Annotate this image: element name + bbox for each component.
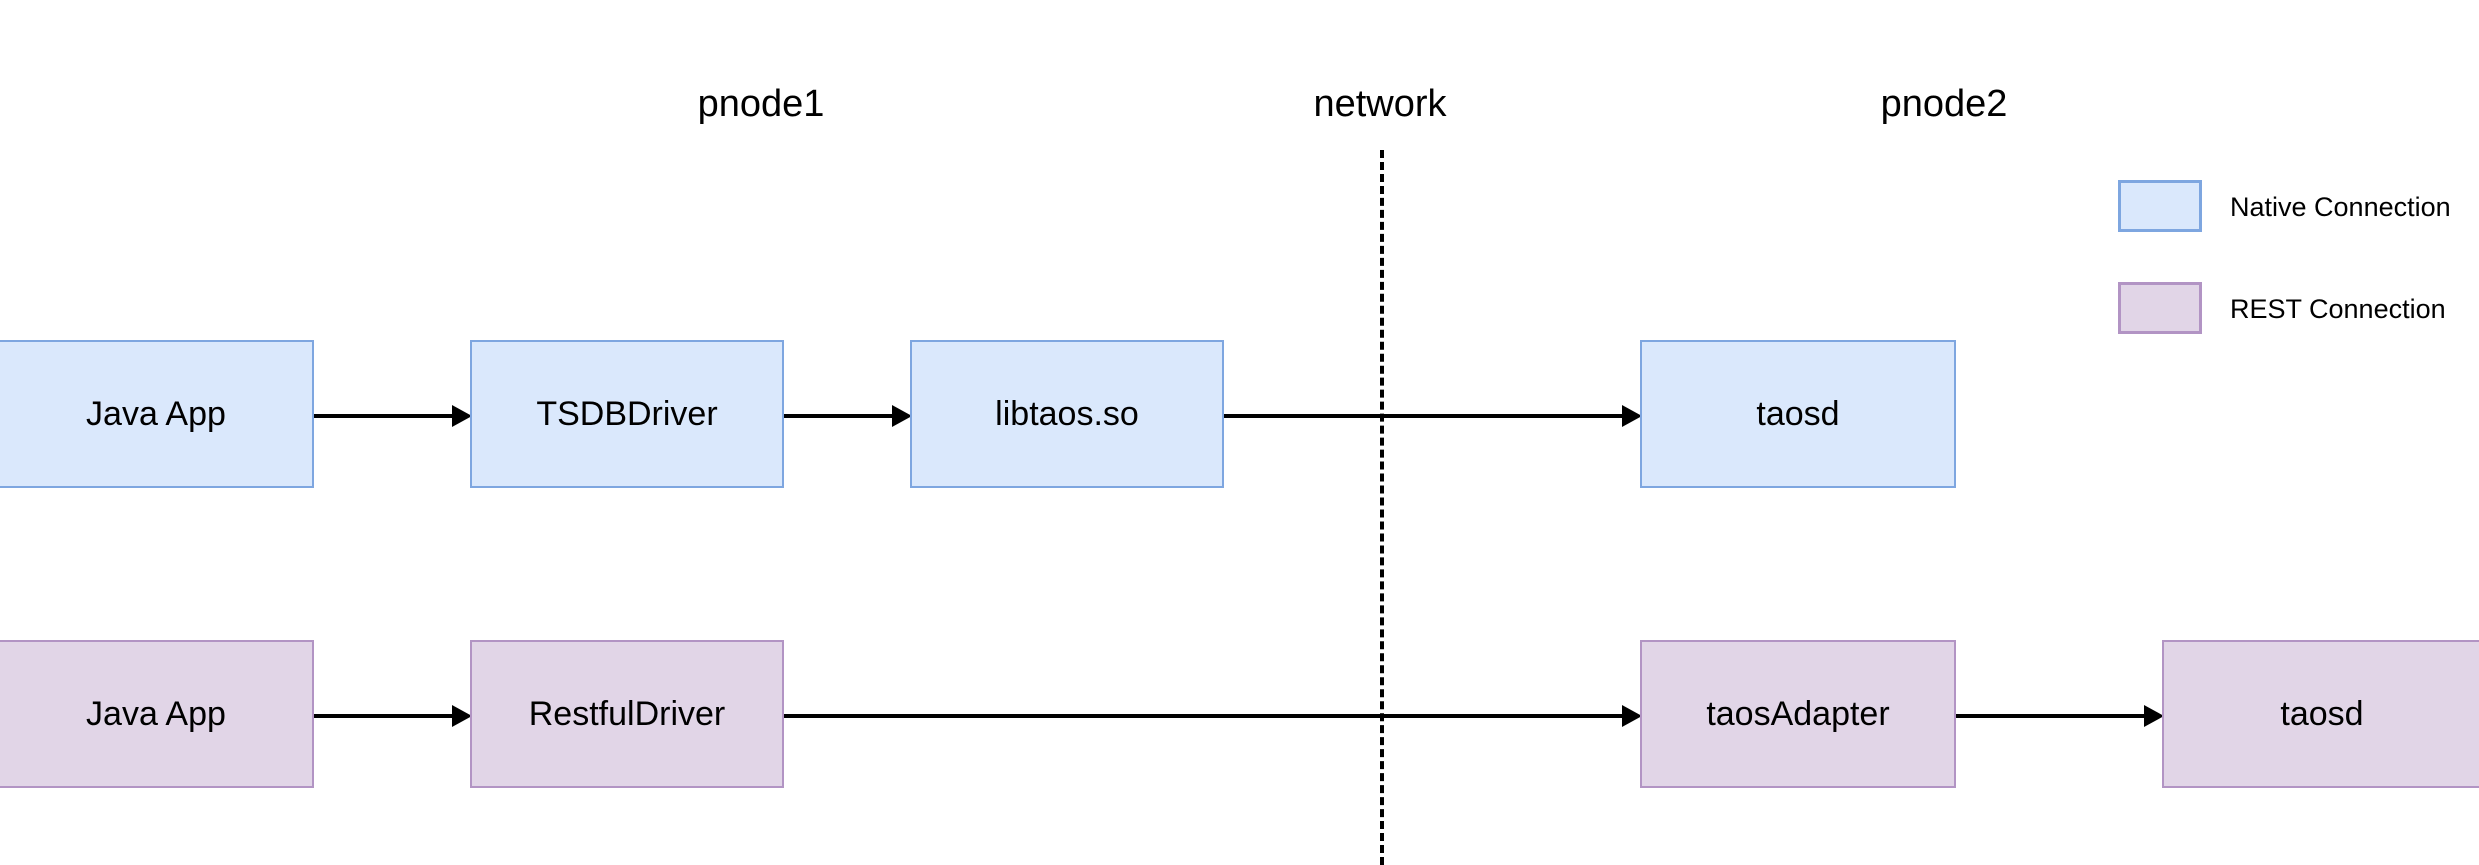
node-rest-connection-row-java-app[interactable]: Java App xyxy=(0,640,314,788)
node-native-connection-row-tsdbdriver[interactable]: TSDBDriver xyxy=(470,340,784,488)
node-rest-connection-row-taosd[interactable]: taosd xyxy=(2162,640,2479,788)
section-label-network: network xyxy=(1313,83,1447,125)
arrow-head-rest-connection-row-2 xyxy=(2144,705,2164,727)
node-rest-connection-row-taosadapter[interactable]: taosAdapter xyxy=(1640,640,1956,788)
connector-native-connection-row-1 xyxy=(784,414,894,418)
arrow-head-native-connection-row-2 xyxy=(1622,405,1642,427)
arrow-head-rest-connection-row-1 xyxy=(1622,705,1642,727)
node-native-connection-row-java-app[interactable]: Java App xyxy=(0,340,314,488)
node-rest-connection-row-restfuldriver[interactable]: RestfulDriver xyxy=(470,640,784,788)
connector-native-connection-row-0 xyxy=(314,414,454,418)
section-label-pnode2: pnode2 xyxy=(1880,83,2008,125)
connector-rest-connection-row-2 xyxy=(1956,714,2146,718)
arrow-head-native-connection-row-1 xyxy=(892,405,912,427)
connector-rest-connection-row-1 xyxy=(784,714,1624,718)
legend-label-rest: REST Connection xyxy=(2230,294,2446,324)
arrow-head-native-connection-row-0 xyxy=(452,405,472,427)
arrow-head-rest-connection-row-0 xyxy=(452,705,472,727)
connector-native-connection-row-2 xyxy=(1224,414,1624,418)
node-native-connection-row-taosd[interactable]: taosd xyxy=(1640,340,1956,488)
section-label-pnode1: pnode1 xyxy=(697,83,825,125)
legend-swatch-rest xyxy=(2118,282,2202,334)
node-native-connection-row-libtaos-so[interactable]: libtaos.so xyxy=(910,340,1224,488)
legend-swatch-native xyxy=(2118,180,2202,232)
connector-rest-connection-row-0 xyxy=(314,714,454,718)
legend-label-native: Native Connection xyxy=(2230,192,2451,222)
network-divider-line xyxy=(1380,150,1384,865)
